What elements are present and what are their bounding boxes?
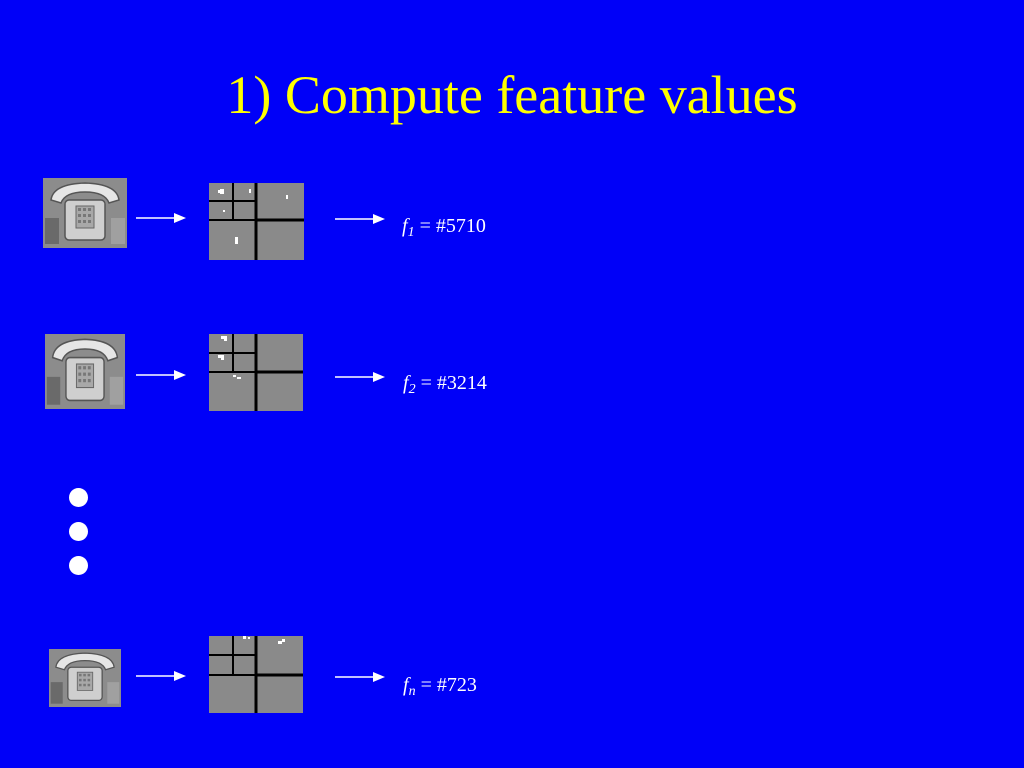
ellipsis-dot [69,556,88,575]
function-subscript: 1 [407,225,415,240]
equals-sign: = [419,215,431,237]
arrow-right-icon [335,214,385,224]
arrow-right-icon [335,372,385,382]
feature-value-label: fn = #723 [403,673,477,699]
haar-feature-grid-icon [209,334,303,411]
function-subscript: 2 [408,382,416,397]
feature-value-label: f2 = #3214 [403,371,487,397]
telephone-image-icon [43,178,127,248]
equals-sign: = [420,372,432,394]
arrow-right-icon [136,213,186,223]
arrow-right-icon [136,671,186,681]
feature-value: #723 [436,674,477,696]
haar-feature-grid-icon [209,636,303,713]
telephone-image-icon [49,649,121,707]
ellipsis-dot [69,522,88,541]
ellipsis-dot [69,488,88,507]
equals-sign: = [420,674,432,696]
telephone-image-icon [45,334,125,409]
function-symbol: f [403,372,409,394]
haar-feature-grid-icon [209,183,304,260]
function-subscript: n [408,684,416,699]
feature-value: #5710 [435,215,486,237]
feature-value-label: f1 = #5710 [402,214,486,240]
arrow-right-icon [136,370,186,380]
feature-value: #3214 [436,372,487,394]
function-symbol: f [402,215,408,237]
arrow-right-icon [335,672,385,682]
function-symbol: f [403,674,409,696]
slide-title: 1) Compute feature values [226,65,798,125]
